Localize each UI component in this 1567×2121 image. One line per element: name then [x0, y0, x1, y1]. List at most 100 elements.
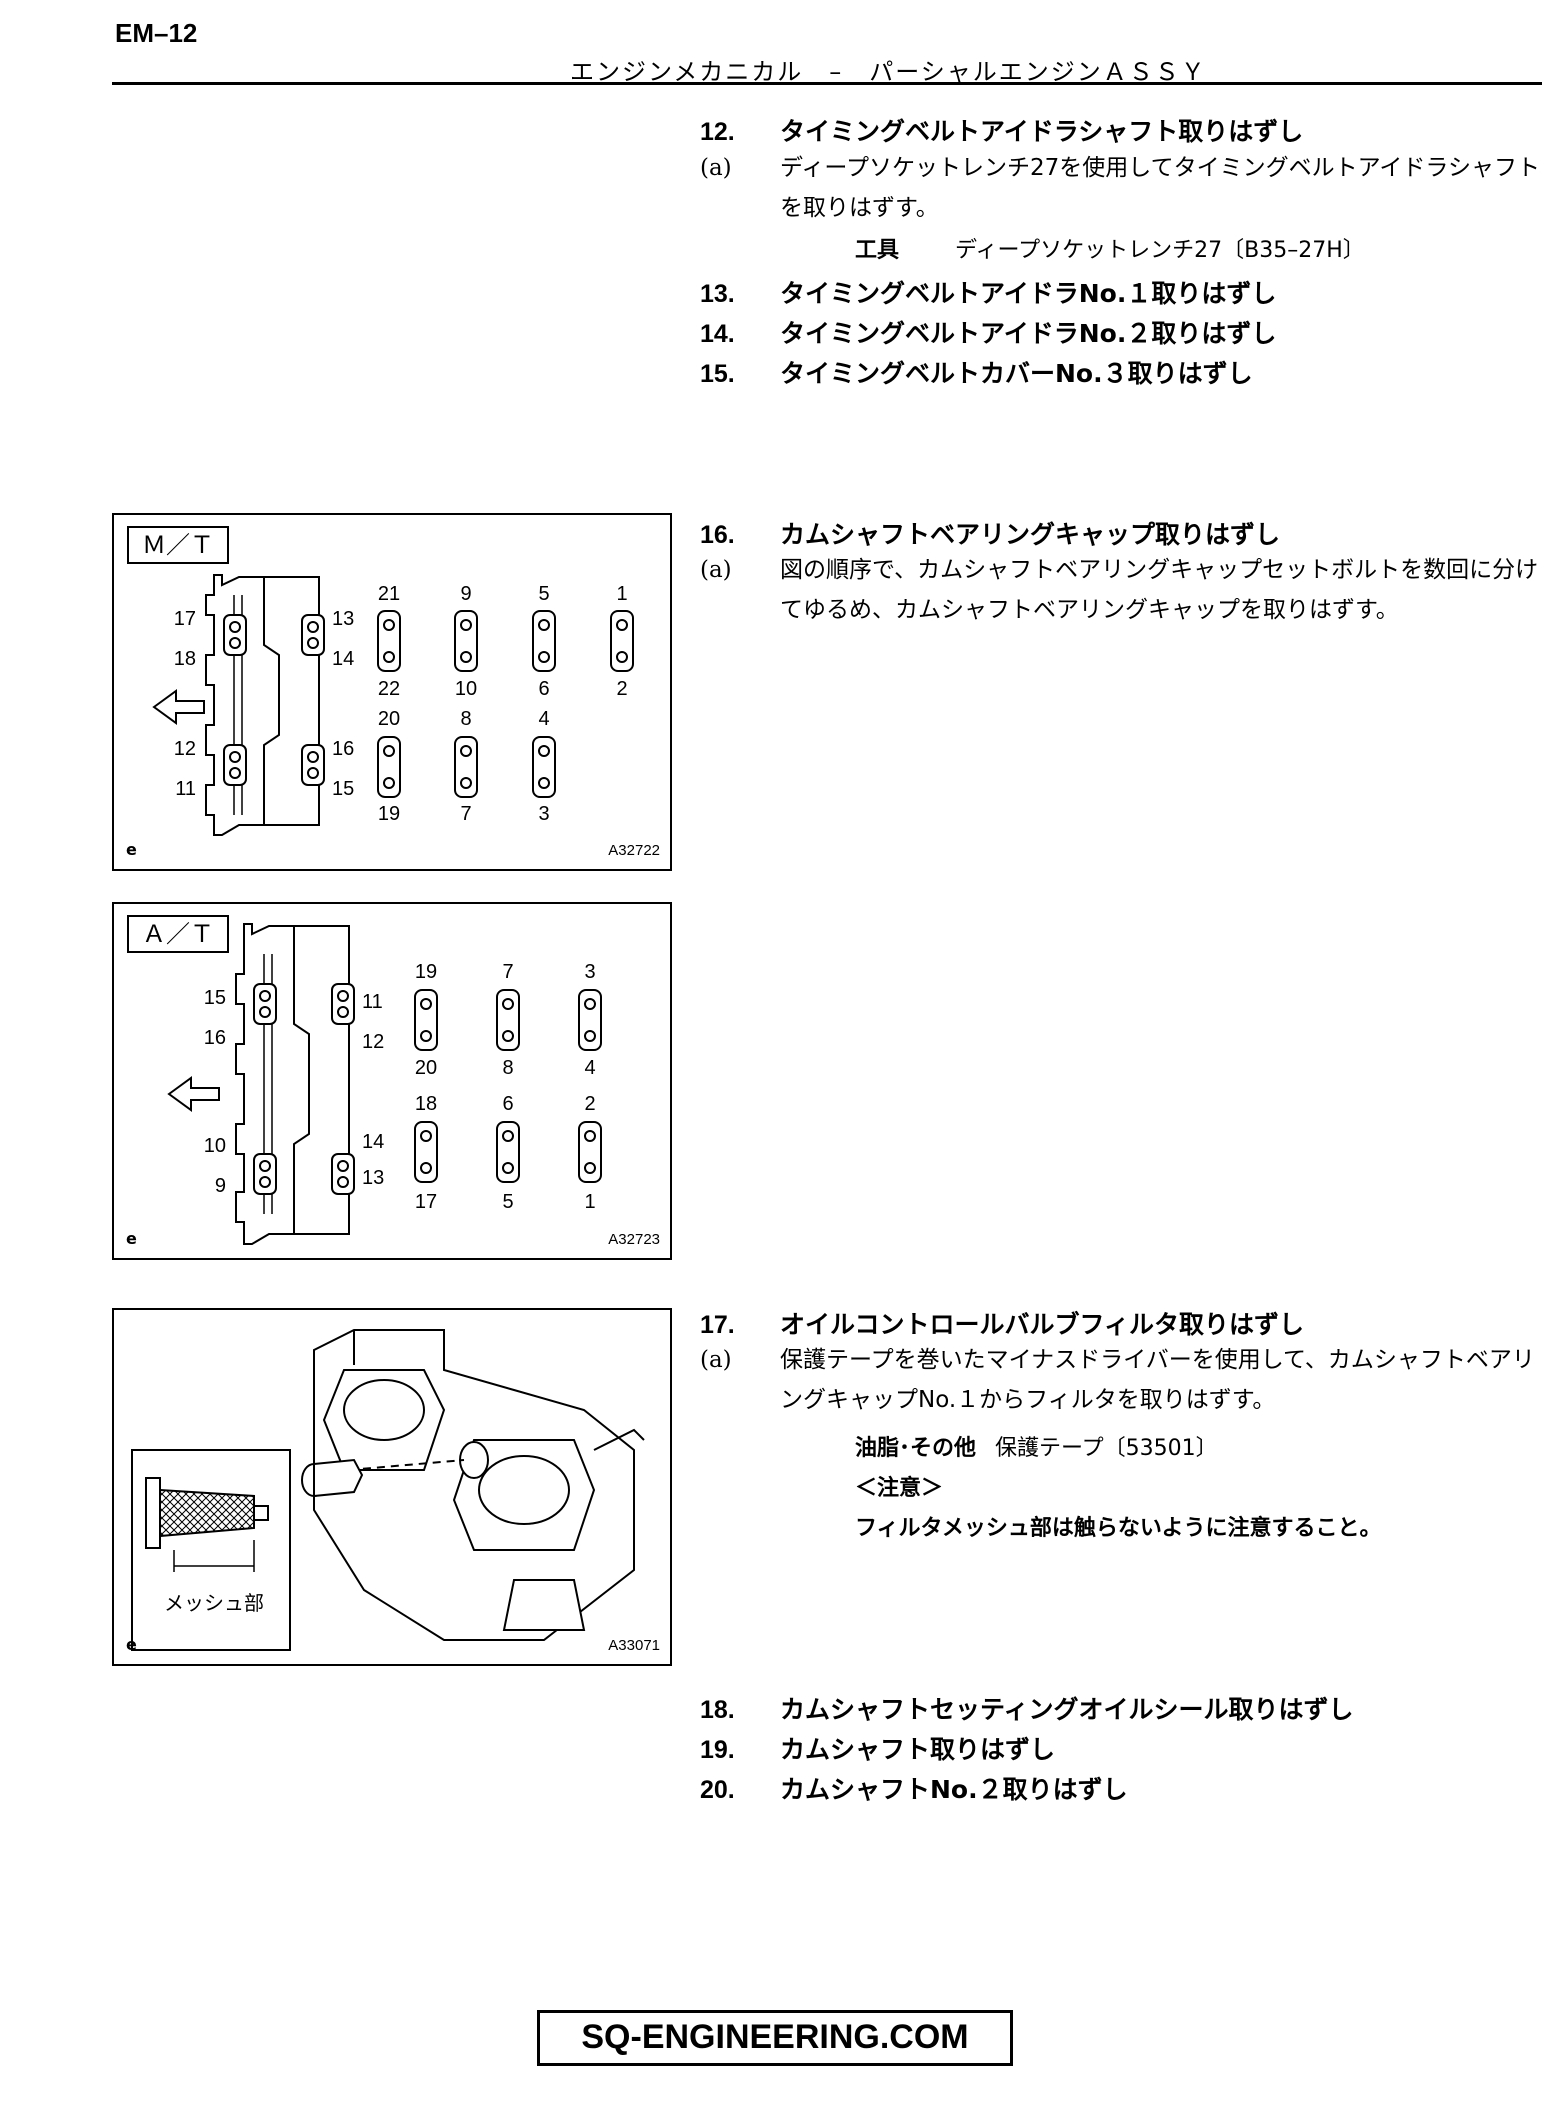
filter-tip: [253, 1505, 269, 1521]
caution-heading: ＜注意＞: [855, 1476, 944, 1501]
step-18: 18.カムシャフトセッティングオイルシール取りはずし: [700, 1690, 1354, 1726]
figure-code: A32722: [608, 842, 660, 859]
filter-mesh: [159, 1488, 255, 1538]
step-title: タイミングベルトカバーNo.３取りはずし: [780, 359, 1253, 388]
bearing-cap-structure: [313, 1329, 645, 1641]
step-14: 14. タイミングベルトアイドラNo.２取りはずし: [700, 314, 1276, 350]
step-number: 12.: [700, 118, 735, 146]
cylinder-head-outline: [235, 923, 350, 1245]
publisher-mark: e: [126, 1635, 137, 1654]
step-19: 19. カムシャフト取りはずし: [700, 1730, 1055, 1766]
caution-text: フィルタメッシュ部は触らないように注意すること。: [855, 1516, 1382, 1541]
step-number: 18.: [700, 1696, 735, 1724]
mesh-label: メッシュ部: [164, 1591, 264, 1615]
bolt-number: 13: [362, 1167, 384, 1189]
bolt-number: 7: [502, 961, 513, 983]
bolt-number: 14: [332, 648, 354, 670]
oil-control-valve-filter-diagram: メッシュ部 e A33071: [126, 1329, 660, 1654]
page-id: EM–12: [115, 18, 198, 48]
bolt-number: 13: [332, 608, 354, 630]
bearing-caps: [414, 989, 602, 1183]
sub-text: ディープソケットレンチ27を使用してタイミングベルトアイドラシャフトを取りはずす…: [780, 155, 1540, 221]
bolt-number: 19: [378, 803, 400, 825]
insertion-line: [348, 1459, 465, 1471]
bolt-number: 16: [204, 1027, 226, 1049]
bolt-number: 20: [415, 1057, 437, 1079]
bolt-number: 20: [378, 708, 400, 730]
tool-label: 工具: [855, 238, 900, 263]
step-number: 17.: [700, 1311, 735, 1339]
bolt-number: 18: [174, 648, 196, 670]
figure-filter: メッシュ部 e A33071: [112, 1308, 672, 1666]
step-title: タイミングベルトアイドラNo.２取りはずし: [780, 319, 1277, 348]
figure-code: A32723: [608, 1231, 660, 1248]
figure-label-box: [127, 526, 229, 564]
bolt-number: 11: [362, 991, 383, 1013]
bolt-number: 17: [174, 608, 196, 630]
bolt-number: 4: [584, 1057, 595, 1079]
bearing-caps: [377, 610, 634, 798]
step-16-sub-a: (a) 図の順序で、カムシャフトベアリングキャップセットボルトを数回に分けてゆるめ…: [700, 550, 1540, 630]
direction-arrow-icon: [152, 689, 205, 725]
bolt-number: 1: [584, 1191, 595, 1213]
step-20: 20.カムシャフトNo.２取りはずし: [700, 1770, 1128, 1806]
bolt-number: 19: [415, 961, 437, 983]
figure-label: Ａ／Ｔ: [142, 920, 214, 948]
bolt-number: 6: [538, 678, 549, 700]
publisher-mark: e: [126, 840, 137, 859]
step-title: カムシャフト取りはずし: [780, 1735, 1056, 1764]
filter-flange: [145, 1477, 161, 1549]
head-inner-line: [263, 577, 280, 825]
bolt-number: 2: [584, 1093, 595, 1115]
step-number: 16.: [700, 521, 735, 549]
sub-label: (a): [700, 155, 732, 181]
header-divider: [112, 82, 1542, 85]
bolt-number: 6: [502, 1093, 513, 1115]
sub-label: (a): [700, 557, 732, 583]
step-number: 15.: [700, 360, 735, 388]
sub-text: 図の順序で、カムシャフトベアリングキャップセットボルトを数回に分けてゆるめ、カム…: [780, 557, 1539, 623]
bolt-number: 15: [332, 778, 354, 800]
bolt-number: 3: [584, 961, 595, 983]
step-17: 17. オイルコントロールバルブフィルタ取りはずし: [700, 1305, 1304, 1341]
figure-at: Ａ／Ｔ 15 16 11 12 10 9 14 13 19 7 3 20 8 4…: [112, 902, 672, 1260]
bolt-number: 5: [538, 583, 549, 605]
direction-arrow-icon: [167, 1076, 220, 1112]
step-title: カムシャフトベアリングキャップ取りはずし: [780, 520, 1281, 549]
camshaft-cap-diagram-mt: Ｍ／Ｔ 17 18 13 14 12 11 16 15 21 9 5 1 22: [126, 526, 660, 859]
bolt-number: 7: [460, 803, 471, 825]
bolt-number: 10: [455, 678, 477, 700]
step-15: 15. タイミングベルトカバーNo.３取りはずし: [700, 354, 1253, 390]
sub-text: 保護テープを巻いたマイナスドライバーを使用して、カムシャフトベアリングキャップN…: [780, 1347, 1535, 1413]
bolt-number: 5: [502, 1191, 513, 1213]
head-caps: [253, 983, 355, 1195]
step-12: 12.タイミングベルトアイドラシャフト取りはずし: [700, 112, 1303, 148]
sub-label: (a): [700, 1347, 732, 1373]
bolt-number: 9: [460, 583, 471, 605]
bolt-number: 2: [616, 678, 627, 700]
step-number: 19.: [700, 1736, 735, 1764]
mesh-dimension-line: [173, 1540, 255, 1572]
material-line: 油脂･その他保護テープ〔53501〕: [855, 1430, 1218, 1462]
bolt-number: 4: [538, 708, 549, 730]
figure-mt: Ｍ／Ｔ 17 18 13 14 12 11 16 15 21 9 5 1 22: [112, 513, 672, 871]
filter-part: [301, 1458, 364, 1498]
step-12-sub-a: (a) ディープソケットレンチ27を使用してタイミングベルトアイドラシャフトを取り…: [700, 148, 1540, 228]
bolt-number: 8: [502, 1057, 513, 1079]
material-label: 油脂･その他: [855, 1436, 977, 1461]
step-number: 14.: [700, 320, 735, 348]
bolt-number: 21: [378, 583, 400, 605]
material-value: 保護テープ〔53501〕: [995, 1436, 1218, 1461]
bolt-number: 8: [460, 708, 471, 730]
step-title: オイルコントロールバルブフィルタ取りはずし: [780, 1310, 1305, 1339]
step-17-sub-a: (a) 保護テープを巻いたマイナスドライバーを使用して、カムシャフトベアリングキャ…: [700, 1340, 1540, 1420]
bolt-number: 1: [616, 583, 627, 605]
bolt-number: 12: [174, 738, 196, 760]
bolt-number: 15: [204, 987, 226, 1009]
head-inner-line: [293, 926, 310, 1234]
bolt-number: 14: [362, 1131, 384, 1153]
bolt-number: 12: [362, 1031, 384, 1053]
step-16: 16. カムシャフトベアリングキャップ取りはずし: [700, 515, 1280, 551]
figure-code: A33071: [608, 1637, 660, 1654]
step-13: 13.タイミングベルトアイドラNo.１取りはずし: [700, 274, 1276, 310]
